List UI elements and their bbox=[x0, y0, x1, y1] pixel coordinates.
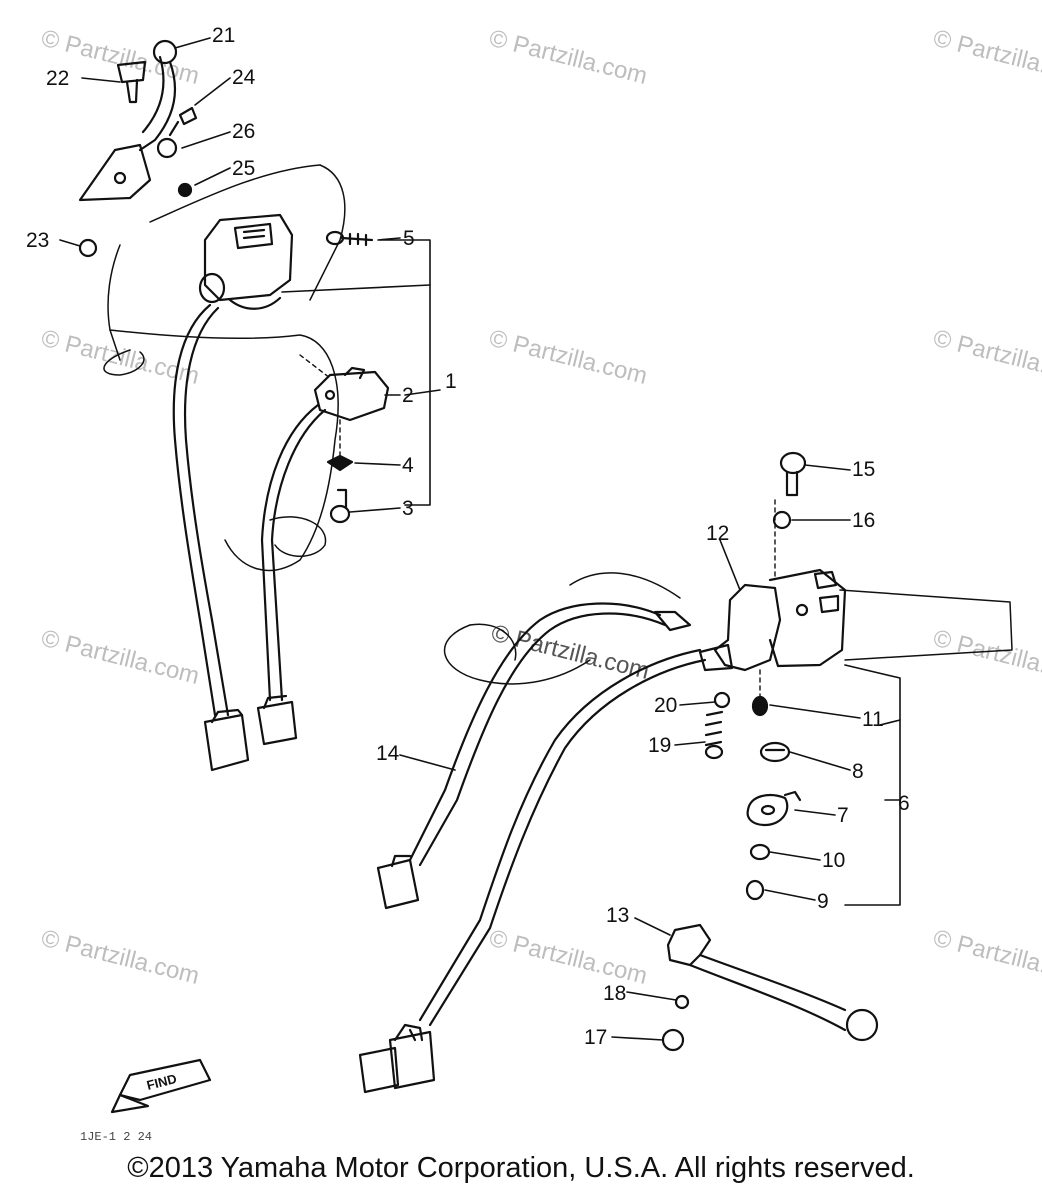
callout-1: 1 bbox=[445, 370, 457, 393]
watermark-text: © Partzilla.com bbox=[39, 325, 202, 390]
callout-16: 16 bbox=[852, 509, 875, 532]
callout-4: 4 bbox=[402, 454, 414, 477]
left-connector-large bbox=[203, 708, 250, 772]
callout-24: 24 bbox=[232, 66, 256, 89]
part-16-washer bbox=[772, 510, 792, 530]
callout-bracket-1 bbox=[281, 239, 441, 506]
watermarks: © Partzilla.com © Partzilla.com © Partzi… bbox=[39, 25, 1042, 990]
watermark-text: © Partzilla.com bbox=[931, 25, 1042, 90]
find-arrow bbox=[110, 1058, 212, 1114]
callout-26: 26 bbox=[232, 120, 255, 143]
part-9-screw bbox=[745, 879, 765, 901]
watermark-text: © Partzilla.com bbox=[931, 625, 1042, 690]
right-cables bbox=[408, 602, 707, 1027]
callout-8: 8 bbox=[852, 760, 864, 783]
left-switch-lower bbox=[313, 366, 390, 422]
watermark-text: © Partzilla.com bbox=[487, 325, 650, 390]
watermark-text: © Partzilla.com bbox=[931, 325, 1042, 390]
callout-18: 18 bbox=[603, 982, 626, 1005]
watermark-text: © Partzilla.com bbox=[487, 25, 650, 90]
callout-12: 12 bbox=[706, 522, 729, 545]
right-connector-small bbox=[376, 854, 420, 910]
part-22-pivot-bolt bbox=[116, 60, 147, 104]
part-18-nut bbox=[674, 994, 690, 1010]
left-assembly-guide bbox=[299, 354, 341, 456]
part-7-switch bbox=[746, 790, 802, 827]
callout-6: 6 bbox=[898, 792, 910, 815]
callout-2: 2 bbox=[402, 384, 414, 407]
find-label: FIND bbox=[145, 1071, 178, 1093]
callout-9: 9 bbox=[817, 890, 829, 913]
callout-5: 5 bbox=[403, 227, 415, 250]
callout-20: 20 bbox=[654, 694, 677, 717]
watermark-text: © Partzilla.com bbox=[487, 925, 650, 990]
part-4-clip bbox=[326, 454, 354, 472]
left-lever bbox=[78, 39, 178, 202]
left-connector-small bbox=[256, 694, 298, 746]
callout-17: 17 bbox=[584, 1026, 607, 1049]
part-23-nut bbox=[78, 238, 98, 258]
callout-bracket-6 bbox=[844, 664, 901, 906]
right-connector-large bbox=[358, 1023, 436, 1094]
part-5-screw bbox=[325, 230, 374, 247]
right-assembly-guide bbox=[759, 499, 776, 701]
watermark-text: © Partzilla.com bbox=[39, 625, 202, 690]
left-handlebar-ghost bbox=[103, 164, 346, 572]
part-24-screw bbox=[168, 106, 198, 137]
callout-22: 22 bbox=[46, 67, 69, 90]
callout-23: 23 bbox=[26, 229, 49, 252]
part-10-washer bbox=[749, 843, 771, 861]
callout-10: 10 bbox=[822, 849, 845, 872]
part-11-bolt bbox=[751, 695, 769, 717]
callout-7: 7 bbox=[837, 804, 849, 827]
part-25-washer bbox=[177, 182, 193, 198]
watermark-text: © Partzilla.com bbox=[931, 925, 1042, 990]
right-handlebar bbox=[443, 572, 1013, 685]
leader-lines bbox=[59, 37, 861, 1041]
part-26-nut bbox=[156, 137, 178, 159]
watermark-text: © Partzilla.com bbox=[39, 925, 202, 990]
copyright-notice: ©2013 Yamaha Motor Corporation, U.S.A. A… bbox=[127, 1152, 915, 1184]
callout-21: 21 bbox=[212, 24, 235, 47]
callout-19: 19 bbox=[648, 734, 671, 757]
callout-15: 15 bbox=[852, 458, 875, 481]
part-20-washer bbox=[713, 691, 731, 709]
left-switch-upper bbox=[198, 213, 294, 310]
callout-3: 3 bbox=[402, 497, 414, 520]
diagram-code: 1JE-1 2 24 bbox=[80, 1130, 152, 1144]
callout-25: 25 bbox=[232, 157, 255, 180]
part-3-screw bbox=[329, 488, 351, 524]
right-brake-lever bbox=[666, 923, 879, 1042]
part-8-cover bbox=[759, 741, 791, 763]
callout-11: 11 bbox=[862, 708, 884, 731]
left-cables bbox=[172, 303, 327, 717]
part-15-screw bbox=[779, 451, 807, 497]
right-switch-housing bbox=[698, 568, 847, 672]
callout-14: 14 bbox=[376, 742, 400, 765]
part-19-spring bbox=[704, 710, 724, 760]
part-17-nut bbox=[661, 1028, 685, 1052]
callout-13: 13 bbox=[606, 904, 629, 927]
callout-labels: 21 22 24 26 25 23 5 1 2 4 3 12 15 16 11 … bbox=[26, 24, 910, 1049]
center-watermark-text: © Partzilla.com bbox=[489, 620, 652, 685]
